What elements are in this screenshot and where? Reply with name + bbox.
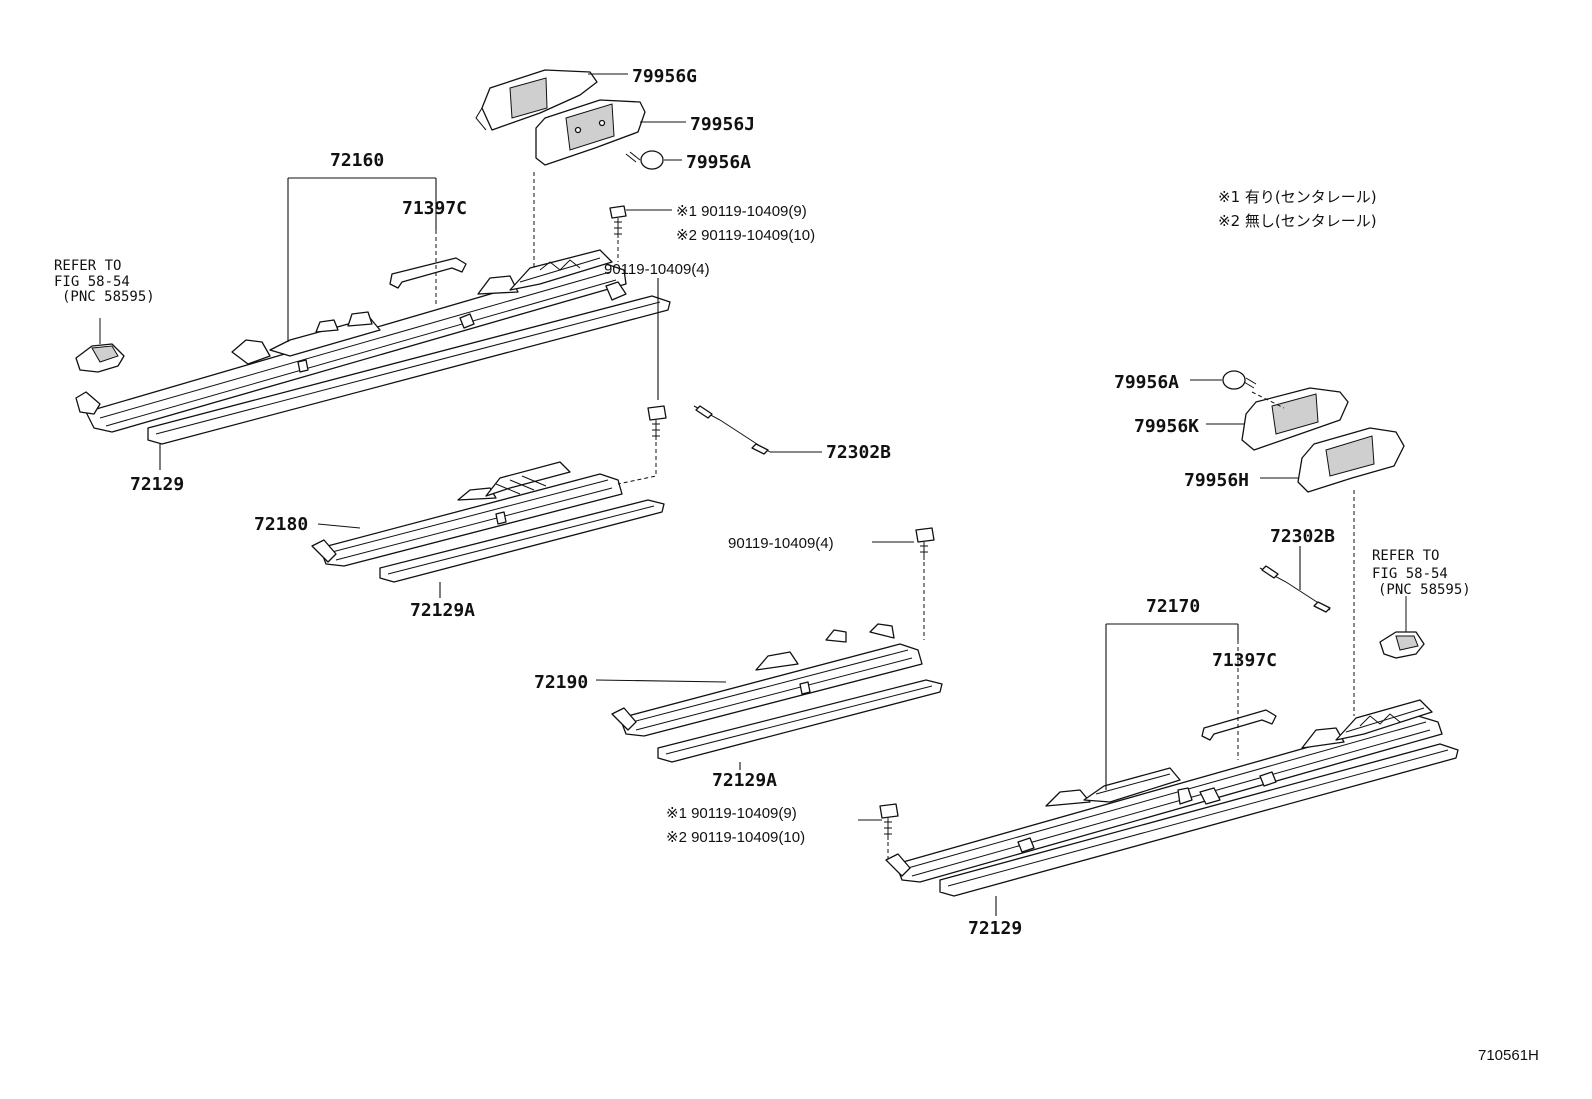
label-bolt-mid-left: 90119-10409(4)	[604, 261, 710, 278]
cable-72302b-right	[1259, 565, 1331, 613]
label-79956k: 79956K	[1134, 416, 1199, 437]
label-71397c-left: 71397C	[402, 198, 467, 219]
legend-note-1: ※1 有り(センタレール)	[1218, 188, 1377, 206]
clip-79956a-top	[625, 150, 664, 170]
label-72302b-left: 72302B	[826, 442, 891, 463]
ref-right-line3: (PNC 58595)	[1378, 582, 1471, 598]
ref-left-line3: (PNC 58595)	[62, 289, 155, 305]
label-79956j: 79956J	[690, 114, 755, 135]
rail-cover-72129-left	[147, 295, 671, 445]
ref-right-line2: FIG 58-54	[1372, 566, 1448, 582]
rail-cover-72129a-upper	[379, 499, 665, 583]
label-72129a-upper: 72129A	[410, 600, 475, 621]
label-bolt-bot-1: ※1 90119-10409(9)	[666, 805, 797, 822]
label-79956a-top: 79956A	[686, 152, 751, 173]
cover-79956j	[535, 99, 646, 166]
rail-assy-72170	[885, 699, 1443, 883]
label-79956g: 79956G	[632, 66, 697, 87]
bracket-71397c-right	[1201, 709, 1277, 741]
label-bolt-top-2: ※2 90119-10409(10)	[676, 227, 815, 244]
rail-72190	[611, 623, 923, 737]
figure-code: 710561H	[1478, 1047, 1539, 1064]
rail-cover-72129-right	[939, 743, 1459, 897]
clip-79956a-right	[1222, 370, 1257, 390]
bolt-top	[609, 205, 627, 238]
ref-bracket-left	[75, 318, 125, 373]
cover-79956h	[1297, 427, 1405, 493]
label-72302b-right: 72302B	[1270, 526, 1335, 547]
label-79956a-right: 79956A	[1114, 372, 1179, 393]
ref-left-line1: REFER TO	[54, 258, 121, 274]
cable-72302b-left	[693, 405, 771, 455]
rail-assy-72160	[75, 249, 627, 433]
label-bolt-bot-2: ※2 90119-10409(10)	[666, 829, 805, 846]
label-72160: 72160	[330, 150, 384, 171]
label-72129-right: 72129	[968, 918, 1022, 939]
cover-79956k	[1241, 387, 1349, 451]
bracket-71397c-left	[389, 257, 467, 289]
label-72129-left: 72129	[130, 474, 184, 495]
label-71397c-right: 71397C	[1212, 650, 1277, 671]
label-72190: 72190	[534, 672, 588, 693]
bolt-bottom	[879, 803, 899, 840]
legend-note-2: ※2 無し(センタレール)	[1218, 212, 1377, 230]
rail-72180	[311, 461, 623, 567]
cover-79956g	[475, 69, 598, 131]
label-72170: 72170	[1146, 596, 1200, 617]
label-79956h: 79956H	[1184, 470, 1249, 491]
ref-right-line1: REFER TO	[1372, 548, 1439, 564]
bolt-mid-right	[915, 527, 935, 560]
label-72180: 72180	[254, 514, 308, 535]
rail-cover-72129a-lower	[657, 679, 943, 763]
label-bolt-mid-right: 90119-10409(4)	[728, 535, 834, 552]
bolt-mid-left	[647, 405, 667, 440]
ref-left-line2: FIG 58-54	[54, 274, 130, 290]
label-72129a-lower: 72129A	[712, 770, 777, 791]
label-bolt-top-1: ※1 90119-10409(9)	[676, 203, 807, 220]
ref-bracket-right	[1379, 596, 1425, 659]
